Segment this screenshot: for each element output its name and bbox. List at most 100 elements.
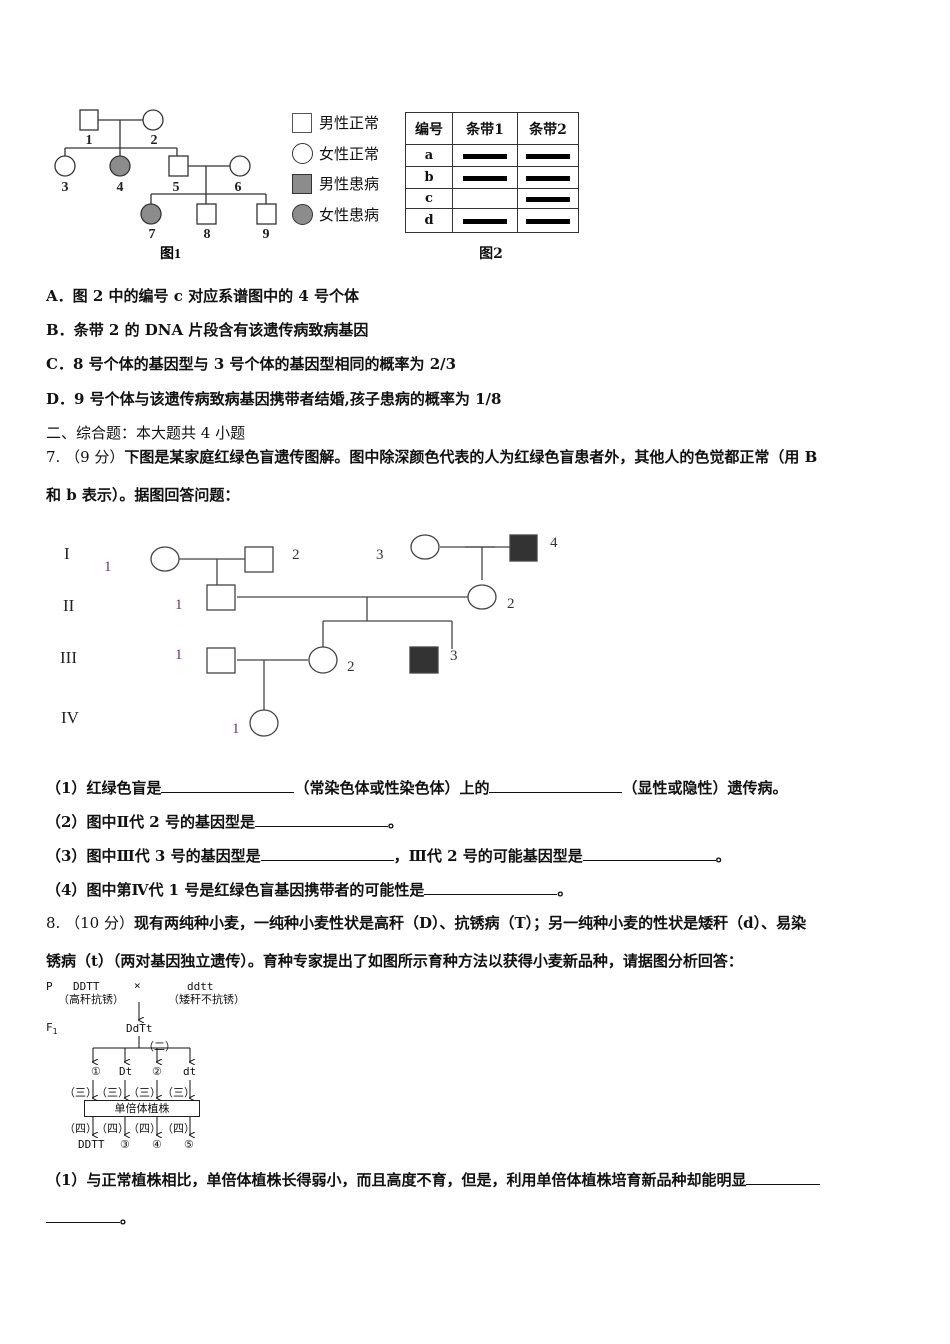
haploid-plant-box: 单倍体植株	[84, 1100, 200, 1117]
q8-stem-line1: 8. （10 分）现有两纯种小麦，一纯种小麦性状是高秆（D）、抗锈病（T）；另一…	[46, 914, 807, 932]
answer-blank[interactable]	[489, 778, 623, 793]
generation-II: II	[63, 596, 75, 615]
label-I-2: 2	[292, 547, 300, 563]
result-3: ③	[120, 1138, 130, 1151]
f1-label: F1	[46, 1021, 58, 1037]
q8-stem-line2: 锈病（t）（两对基因独立遗传）。育种专家提出了如图所示育种方法以获得小麦新品种，…	[46, 952, 743, 970]
label-6: 6	[235, 180, 242, 195]
label-8: 8	[204, 227, 211, 242]
gamete-Dt: Dt	[119, 1065, 133, 1078]
col-header-id: 编号	[405, 112, 453, 145]
result-4: ④	[152, 1138, 162, 1151]
pedigree1-individual-6	[229, 155, 251, 177]
section-heading: 二、综合题：本大题共 4 小题	[46, 424, 246, 442]
result-5: ⑤	[184, 1138, 194, 1151]
pedigree-III-1	[206, 647, 236, 674]
figure1-legend: 男性正常 女性正常 男性患病 女性患病	[292, 112, 402, 232]
q7-stem-line1: 7. （9 分）下图是某家庭红绿色盲遗传图解。图中除深颜色代表的人为红绿色盲患者…	[46, 448, 818, 466]
step-2-label: （二）	[143, 1040, 176, 1053]
band-absent	[452, 188, 518, 209]
label-1: 1	[86, 133, 93, 148]
step-3-label: （三）	[64, 1086, 97, 1099]
band-present	[452, 144, 518, 167]
pedigree-I-2	[244, 546, 274, 573]
answer-blank[interactable]	[424, 880, 558, 895]
pedigree-II-2	[467, 584, 497, 610]
figure1-pedigree: 1 2 3 4 5 6 7 8 9 图1	[54, 109, 277, 262]
pedigree1-individual-5	[168, 155, 189, 177]
label-3: 3	[62, 180, 69, 195]
legend-female-normal: 女性正常	[292, 143, 379, 164]
table-row: b	[405, 166, 579, 189]
answer-blank[interactable]	[161, 778, 295, 793]
answer-blank[interactable]	[46, 1208, 120, 1223]
label-III-1: 1	[175, 647, 183, 663]
q7-stem-line2: 和 b 表示）。据图回答问题：	[46, 486, 240, 504]
generation-I: I	[64, 544, 70, 563]
gamete-2: ②	[152, 1065, 162, 1078]
figure2-caption: 图2	[479, 246, 503, 262]
answer-blank[interactable]	[582, 846, 716, 861]
label-I-1: 1	[104, 559, 112, 575]
pedigree1-individual-4	[109, 155, 131, 177]
label-II-1: 1	[175, 597, 183, 613]
q8-sub1-cont: 。	[46, 1208, 135, 1228]
legend-male-normal: 男性正常	[292, 112, 379, 133]
band-present	[517, 144, 579, 167]
breeding-diagram: P DDTT （高秆抗锈） × ddtt （矮秆不抗锈） F1 DdTt （二）…	[40, 979, 260, 1155]
answer-blank[interactable]	[746, 1170, 821, 1185]
option-d[interactable]: D．9 号个体与该遗传病致病基因携带者结婚,孩子患病的概率为 1/8	[46, 390, 502, 408]
pedigree-I-3	[410, 534, 440, 560]
pedigree-II-1	[206, 584, 236, 611]
f1-genotype: DdTt	[126, 1022, 153, 1035]
pedigree-IV-1	[249, 709, 279, 737]
breeding-arrows	[40, 1002, 260, 1155]
pedigree-I-1	[150, 546, 180, 572]
figure1-caption: 图1	[160, 246, 181, 262]
parent2-genotype: ddtt	[187, 980, 214, 993]
q8-sub1: （1）与正常植株相比，单倍体植株长得弱小，而且高度不育，但是，利用单倍体植株培育…	[46, 1170, 821, 1190]
option-b[interactable]: B．条带 2 的 DNA 片段含有该遗传病致病基因	[46, 321, 369, 339]
label-2: 2	[151, 133, 158, 148]
figure2: 编号 条带1 条带2 a b c d 图2	[405, 112, 579, 263]
gamete-dt: dt	[183, 1065, 197, 1078]
label-7: 7	[149, 227, 156, 242]
option-c[interactable]: C．8 号个体的基因型与 3 号个体的基因型相同的概率为 2/3	[46, 355, 457, 373]
pedigree-I-4	[509, 534, 538, 562]
square-icon	[292, 112, 312, 133]
label-9: 9	[263, 227, 270, 242]
pedigree-III-3	[409, 646, 439, 674]
answer-blank[interactable]	[260, 846, 394, 861]
band-present	[517, 166, 579, 189]
band-present	[517, 188, 579, 209]
q7-sub1: （1）红绿色盲是（常染色体或性染色体）上的（显性或隐性）遗传病。	[46, 778, 788, 797]
label-II-2: 2	[507, 596, 515, 612]
gamete-1: ①	[91, 1065, 101, 1078]
option-a[interactable]: A．图 2 中的编号 c 对应系谱图中的 4 号个体	[46, 287, 359, 305]
q7-sub2: （2）图中Ⅱ代 2 号的基因型是。	[46, 812, 403, 831]
result-DDTT: DDTT	[78, 1138, 105, 1151]
band-present	[517, 208, 579, 233]
pedigree-III-2	[308, 646, 338, 674]
table-row: c	[405, 188, 579, 209]
q7-sub4: （4）图中第Ⅳ代 1 号是红绿色盲基因携带者的可能性是。	[46, 880, 573, 899]
filled-circle-icon	[292, 204, 313, 225]
label-IV-1: 1	[232, 721, 240, 737]
step-4-label: （四）	[64, 1122, 97, 1135]
pedigree1-individual-8	[196, 203, 217, 225]
band-present	[452, 208, 518, 233]
pedigree1-individual-7	[140, 203, 162, 225]
answer-blank[interactable]	[254, 812, 388, 827]
label-I-4: 4	[550, 535, 558, 551]
generation-III: III	[60, 648, 77, 667]
cross-symbol: ×	[134, 979, 141, 992]
col-header-band2: 条带2	[517, 112, 579, 145]
band-present	[452, 166, 518, 189]
gel-band-table: 编号 条带1 条带2 a b c d	[405, 112, 579, 233]
label-III-3: 3	[450, 648, 458, 664]
pedigree1-individual-1	[79, 109, 99, 131]
col-header-band1: 条带1	[452, 112, 518, 145]
parent1-genotype: DDTT	[73, 980, 100, 993]
q7-sub3: （3）图中Ⅲ代 3 号的基因型是，Ⅲ代 2 号的可能基因型是。	[46, 846, 731, 865]
q7-pedigree: I II III IV 1 2 3 4 1 2 1 2	[60, 534, 558, 737]
